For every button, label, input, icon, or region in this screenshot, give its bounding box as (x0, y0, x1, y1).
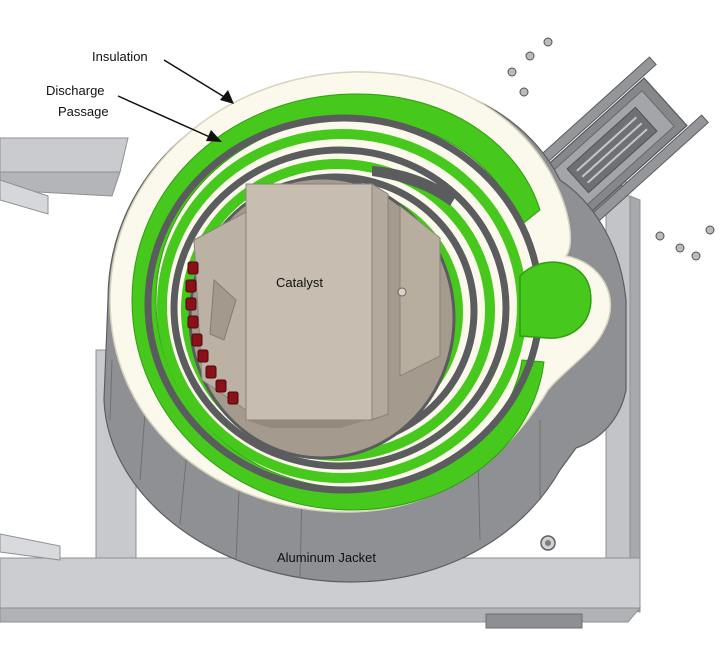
support-frame (0, 137, 642, 629)
catalyst-chamber (188, 176, 456, 460)
catalyst-label: Catalyst (276, 275, 323, 290)
flange-bolts (507, 37, 715, 261)
outlet-pipe (507, 37, 715, 261)
discharge-label-line1: Discharge (46, 83, 105, 98)
discharge-label-line2: Passage (58, 104, 109, 119)
aluminum-jacket-label: Aluminum Jacket (277, 550, 376, 565)
insulation-label: Insulation (92, 49, 148, 64)
label-discharge-passage: Discharge Passage (46, 83, 222, 142)
label-insulation: Insulation (92, 49, 234, 104)
heater-element-icon (185, 261, 239, 405)
